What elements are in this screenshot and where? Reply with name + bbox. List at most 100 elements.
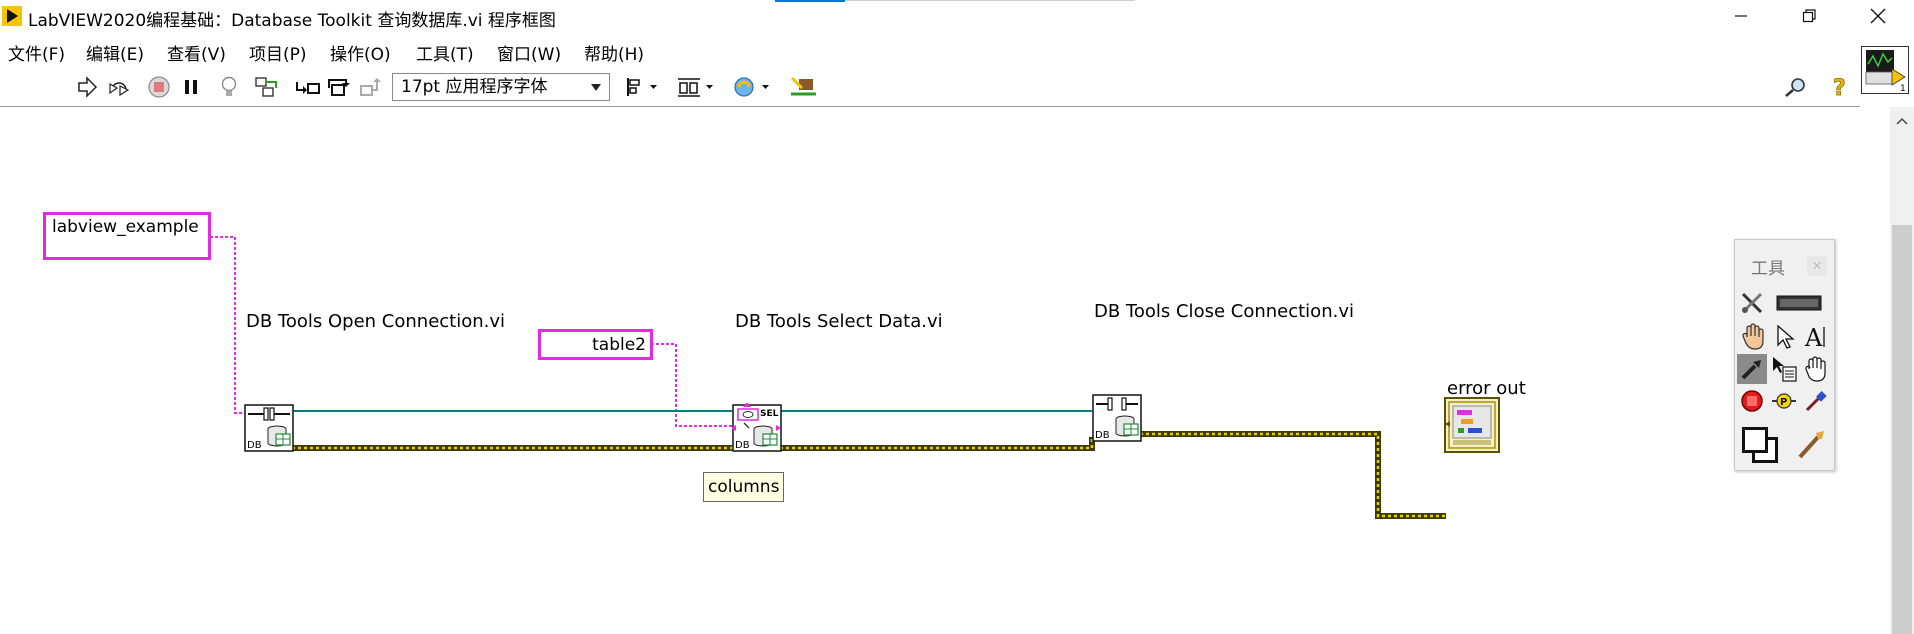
toolbar-separator xyxy=(0,106,1860,107)
step-over-button[interactable] xyxy=(326,74,352,100)
step-out-button[interactable] xyxy=(357,74,383,100)
open-connection-node[interactable]: DB xyxy=(244,404,294,452)
svg-text:1: 1 xyxy=(1900,84,1906,93)
step-into-button[interactable] xyxy=(294,74,320,100)
title-bar: LabVIEW2020编程基础：Database Toolkit 查询数据库.v… xyxy=(0,0,1914,32)
wire-table-string[interactable] xyxy=(651,343,735,427)
position-select-icon xyxy=(1777,324,1795,349)
vertical-scrollbar[interactable] xyxy=(1890,107,1914,634)
help-button[interactable]: ? xyxy=(1827,74,1853,100)
run-continuously-button[interactable] xyxy=(106,74,132,100)
title-tab-accent xyxy=(775,0,845,2)
minimize-button[interactable] xyxy=(1713,0,1769,32)
get-color-tool[interactable] xyxy=(1801,386,1831,416)
set-color-tool[interactable] xyxy=(1737,422,1783,468)
edit-text-tool[interactable]: A xyxy=(1801,322,1831,352)
pause-button[interactable] xyxy=(178,74,204,100)
highlight-execution-icon xyxy=(221,76,237,96)
select-node-db-text: DB xyxy=(735,440,750,451)
open-node-db-text: DB xyxy=(247,440,262,451)
close-icon xyxy=(1870,8,1886,24)
reorder-icon xyxy=(734,77,769,97)
run-arrow-icon xyxy=(78,76,98,98)
wires-layer xyxy=(210,236,1446,519)
object-shortcut-menu-tool[interactable] xyxy=(1769,354,1799,384)
close-icon[interactable]: ✕ xyxy=(1807,256,1827,276)
menu-help[interactable]: 帮助(H) xyxy=(584,45,645,65)
close-connection-node[interactable]: DB xyxy=(1092,394,1142,442)
columns-terminal-label[interactable]: columns xyxy=(703,472,785,502)
run-button[interactable] xyxy=(74,74,100,100)
vi-connector-pane[interactable]: 1 xyxy=(1861,46,1909,94)
menu-view[interactable]: 查看(V) xyxy=(167,45,226,65)
restore-button[interactable] xyxy=(1781,0,1837,32)
run-continuously-icon xyxy=(109,82,130,97)
chevron-down-icon xyxy=(591,84,601,91)
wire-database-string[interactable] xyxy=(210,236,246,414)
open-connection-label: DB Tools Open Connection.vi xyxy=(246,311,506,332)
search-icon xyxy=(1785,78,1805,97)
scroll-window-icon xyxy=(1805,356,1826,382)
svg-text:A: A xyxy=(1804,324,1823,351)
highlight-execution-button[interactable] xyxy=(216,74,242,100)
close-button[interactable] xyxy=(1850,0,1906,32)
step-into-icon xyxy=(296,82,320,94)
menu-window[interactable]: 窗口(W) xyxy=(497,45,562,65)
svg-text:P: P xyxy=(1780,397,1787,408)
close-connection-label: DB Tools Close Connection.vi xyxy=(1094,301,1354,322)
align-objects-button[interactable] xyxy=(624,74,660,100)
error-out-indicator[interactable] xyxy=(1444,397,1500,453)
minimize-icon xyxy=(1735,15,1747,17)
clean-up-diagram-icon xyxy=(790,76,816,96)
menu-tools[interactable]: 工具(T) xyxy=(416,45,474,65)
title-tab-line xyxy=(845,0,1135,1)
close-node-db-text: DB xyxy=(1095,430,1110,441)
align-objects-icon xyxy=(627,78,657,96)
probe-data-tool[interactable]: P xyxy=(1769,386,1799,416)
tools-palette[interactable]: 工具 ✕ A P xyxy=(1734,239,1835,471)
abort-button[interactable] xyxy=(146,74,172,100)
connect-wire-tool[interactable] xyxy=(1737,354,1767,384)
reorder-button[interactable] xyxy=(732,74,772,100)
font-select-value: 17pt 应用程序字体 xyxy=(401,77,548,97)
menu-operate[interactable]: 操作(O) xyxy=(330,45,391,65)
step-out-icon xyxy=(360,78,381,96)
search-button[interactable] xyxy=(1783,74,1809,100)
select-data-node[interactable]: SEL DB xyxy=(732,403,782,453)
paint-brush-tool[interactable] xyxy=(1791,426,1829,464)
retain-wire-values-button[interactable] xyxy=(254,74,280,100)
menu-project[interactable]: 项目(P) xyxy=(249,45,307,65)
columns-label-text: columns xyxy=(708,477,780,497)
scrollbar-thumb[interactable] xyxy=(1892,225,1912,634)
database-name-constant[interactable]: labview_example xyxy=(43,212,211,260)
select-data-label: DB Tools Select Data.vi xyxy=(735,311,943,332)
edit-text-icon: A xyxy=(1804,324,1825,351)
breakpoint-tool[interactable] xyxy=(1737,386,1767,416)
block-diagram[interactable]: labview_example table2 DB Tools Open Con… xyxy=(0,107,1890,634)
connect-wire-icon xyxy=(1741,360,1761,380)
table-name-constant[interactable]: table2 xyxy=(538,329,653,360)
wire-error-cluster[interactable] xyxy=(292,431,1446,519)
scroll-window-tool[interactable] xyxy=(1801,354,1831,384)
pause-icon xyxy=(185,80,197,94)
scroll-up-button[interactable] xyxy=(1894,113,1910,129)
object-shortcut-menu-icon xyxy=(1773,357,1797,382)
operate-value-icon xyxy=(1742,323,1764,350)
distribute-objects-button[interactable] xyxy=(676,74,716,100)
operate-value-tool[interactable] xyxy=(1737,322,1767,352)
chevron-up-icon xyxy=(1896,117,1908,125)
window-title: LabVIEW2020编程基础：Database Toolkit 查询数据库.v… xyxy=(28,11,556,31)
automatic-tool-led[interactable] xyxy=(1773,288,1825,318)
automatic-tool[interactable] xyxy=(1737,288,1767,318)
clean-up-diagram-button[interactable] xyxy=(788,74,820,100)
svg-text:?: ? xyxy=(1833,76,1846,99)
set-color-icon xyxy=(1742,427,1778,463)
tools-palette-title: 工具 xyxy=(1751,259,1785,279)
error-out-label: error out xyxy=(1447,378,1526,399)
menu-file[interactable]: 文件(F) xyxy=(8,45,66,65)
font-select[interactable]: 17pt 应用程序字体 xyxy=(392,73,610,101)
breakpoint-icon xyxy=(1741,390,1763,412)
menu-edit[interactable]: 编辑(E) xyxy=(86,45,145,65)
help-icon: ? xyxy=(1833,76,1847,99)
position-select-tool[interactable] xyxy=(1769,322,1799,352)
